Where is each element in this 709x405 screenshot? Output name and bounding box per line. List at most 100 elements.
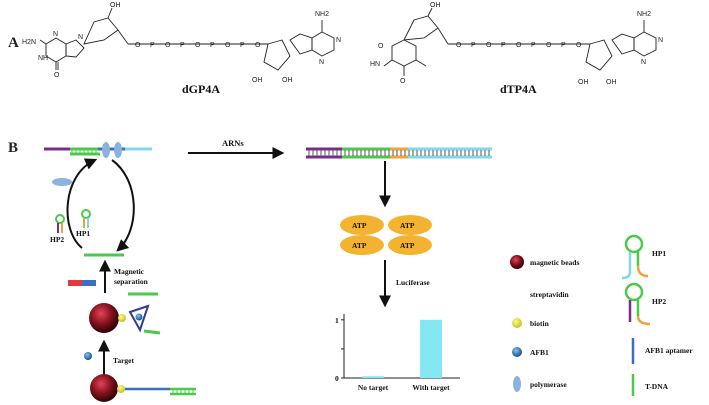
svg-text:magnetic beads: magnetic beads <box>530 258 579 267</box>
svg-text:N: N <box>336 37 341 44</box>
x-tick-label: No target <box>358 383 389 392</box>
atom-n: N <box>53 31 58 38</box>
x-tick-label: With target <box>412 383 450 392</box>
legend-item-aftb1-aptamer: AFB1 aptamer <box>631 338 693 364</box>
luminescence-bar-chart: 0 1 No target With target <box>335 314 460 392</box>
molecule-dtp4a: HN O O OH O P O P O P O P O OH OH NH2 N … <box>370 2 663 86</box>
bar-no-target <box>362 376 384 378</box>
polymerase-icon <box>52 178 72 186</box>
svg-text:polymerase: polymerase <box>530 380 567 389</box>
svg-text:O: O <box>225 42 231 49</box>
svg-text:OH: OH <box>606 79 617 86</box>
y-tick-label: 0 <box>335 374 339 383</box>
bead-afb1-complex <box>89 292 161 335</box>
y-tick-label: 1 <box>335 316 339 325</box>
svg-text:separation: separation <box>114 277 149 286</box>
svg-text:N: N <box>641 59 646 66</box>
svg-text:P: P <box>471 42 476 49</box>
svg-text:P: P <box>501 42 506 49</box>
svg-text:OH: OH <box>430 2 441 9</box>
magnetic-separation-label: Magnetic separation <box>114 267 149 286</box>
molecule-name-dgp4a: dGP4A <box>182 82 220 96</box>
molecule-name-dtp4a: dTP4A <box>500 82 537 96</box>
atp-cloud: ATP <box>340 235 384 255</box>
arns-label: ARNs <box>222 138 244 148</box>
luciferase-label: Luciferase <box>396 278 430 287</box>
svg-text:O: O <box>400 78 406 85</box>
svg-text:OH: OH <box>282 77 293 84</box>
svg-text:P: P <box>561 42 566 49</box>
panel-a-label: A <box>8 35 19 51</box>
svg-text:biotin: biotin <box>530 319 550 328</box>
magnetic-bead-icon <box>510 255 524 269</box>
svg-text:OH: OH <box>252 77 263 84</box>
svg-text:ATP: ATP <box>400 221 415 230</box>
legend-item-polymerase: polymerase <box>513 376 567 392</box>
molecule-dgp4a: H2N N NH O N OH O P O P O P O P O OH OH … <box>22 2 341 84</box>
target-label: Target <box>113 356 134 365</box>
svg-text:O: O <box>165 42 171 49</box>
svg-text:P: P <box>150 42 155 49</box>
svg-text:O: O <box>195 42 201 49</box>
svg-text:HP2: HP2 <box>652 297 666 306</box>
svg-text:NH2: NH2 <box>637 11 651 18</box>
atom-oh: OH <box>110 2 121 9</box>
atom-n: N <box>78 34 83 41</box>
svg-text:P: P <box>210 42 215 49</box>
afb1-molecule <box>84 352 92 360</box>
svg-text:AFB1: AFB1 <box>530 348 549 357</box>
hp2-hairpin-icon <box>624 282 651 326</box>
phosphate-chain: O P O P O P O P O <box>128 42 268 49</box>
svg-text:OH: OH <box>578 79 589 86</box>
svg-text:O: O <box>255 42 261 49</box>
legend-item-hp1: HP1 <box>621 234 666 280</box>
atom-nh: NH <box>38 55 48 62</box>
hp1-hairpin <box>81 209 91 228</box>
legend-item-t-dna: T-DNA <box>631 374 669 396</box>
legend-item-magnetic-beads: magnetic beads <box>510 255 579 269</box>
legend: magnetic beads streptavidin biotin AFB1 … <box>510 234 693 396</box>
svg-text:HP1: HP1 <box>652 249 666 258</box>
svg-text:ATP: ATP <box>352 221 367 230</box>
svg-text:NH2: NH2 <box>315 11 329 18</box>
atp-cloud: ATP <box>388 235 432 255</box>
bead-aptamer-duplex <box>90 374 196 402</box>
streptavidin-icon <box>514 288 520 300</box>
svg-text:O: O <box>135 42 141 49</box>
legend-item-streptavidin: streptavidin <box>514 288 569 300</box>
svg-text:O: O <box>516 42 522 49</box>
hp1-label: HP1 <box>76 229 90 238</box>
polymerase-icon <box>102 142 110 158</box>
svg-text:P: P <box>240 42 245 49</box>
svg-text:ATP: ATP <box>352 241 367 250</box>
svg-text:ATP: ATP <box>400 241 415 250</box>
svg-text:AFB1 aptamer: AFB1 aptamer <box>645 346 693 355</box>
afb1-icon <box>512 347 522 357</box>
svg-text:N: N <box>319 59 324 66</box>
hp2-label: HP2 <box>50 235 64 244</box>
amplified-duplex <box>306 147 492 159</box>
polymerase-icon <box>114 142 122 158</box>
atp-cloud: ATP <box>388 215 432 235</box>
svg-text:O: O <box>456 42 462 49</box>
polymerase-icon <box>513 376 521 392</box>
atom-o: O <box>54 72 60 79</box>
legend-item-hp2: HP2 <box>624 282 666 326</box>
bar-with-target <box>420 319 442 378</box>
svg-text:P: P <box>180 42 185 49</box>
svg-text:Magnetic: Magnetic <box>114 267 145 276</box>
atp-cloud: ATP <box>340 215 384 235</box>
atom-h2n: H2N <box>22 39 36 46</box>
biotin-icon <box>512 318 522 328</box>
legend-item-afb1: AFB1 <box>512 347 549 357</box>
svg-text:O: O <box>576 42 582 49</box>
svg-text:O: O <box>546 42 552 49</box>
svg-text:N: N <box>658 37 663 44</box>
svg-text:streptavidin: streptavidin <box>530 290 569 299</box>
svg-text:HN: HN <box>370 61 380 68</box>
legend-item-biotin: biotin <box>512 318 550 328</box>
svg-text:P: P <box>531 42 536 49</box>
svg-text:T-DNA: T-DNA <box>645 382 669 391</box>
hp2-hairpin <box>55 214 65 233</box>
